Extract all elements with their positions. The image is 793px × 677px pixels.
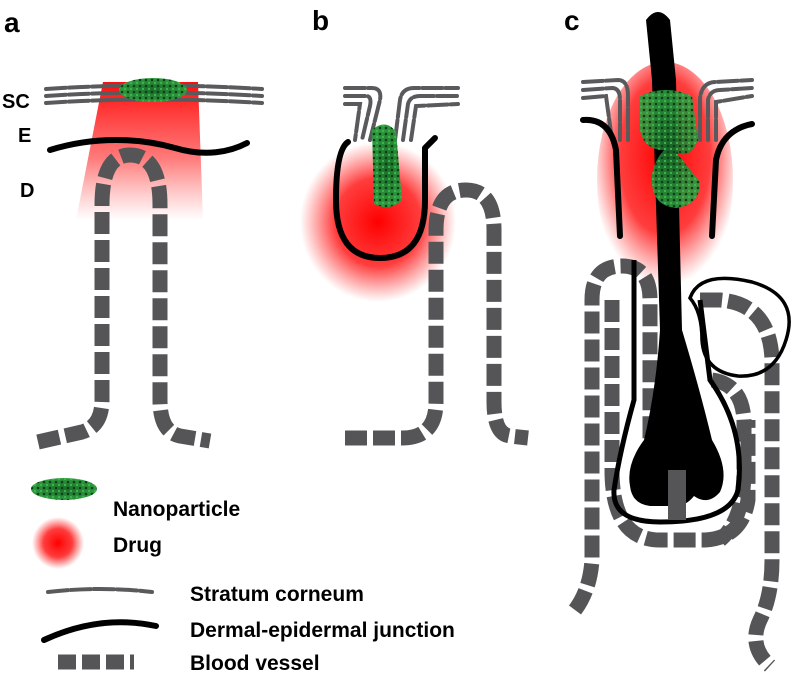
panel-a: a SC E D bbox=[2, 7, 264, 450]
legend-stratum-corneum: Stratum corneum bbox=[46, 583, 364, 606]
blood-vessel-c-inner bbox=[710, 372, 752, 546]
legend-label-drug: Drug bbox=[113, 534, 162, 557]
legend-nanoparticle: Nanoparticle bbox=[31, 478, 240, 521]
legend: Nanoparticle Drug Stratum corneum Dermal… bbox=[31, 478, 455, 675]
hair-shaft-c bbox=[629, 12, 724, 506]
panel-label-c: c bbox=[564, 5, 580, 36]
nanoparticle-texture-b bbox=[372, 124, 402, 208]
panel-b: b bbox=[300, 5, 529, 446]
layer-label-sc: SC bbox=[2, 91, 30, 113]
sebaceous-gland-c bbox=[688, 276, 791, 378]
legend-dej: Dermal-epidermal junction bbox=[41, 619, 455, 643]
legend-label-nanoparticle: Nanoparticle bbox=[113, 498, 240, 521]
nanoparticle-texture-a bbox=[119, 78, 187, 102]
panel-label-b: b bbox=[312, 5, 329, 36]
stratum-corneum-icon bbox=[46, 587, 154, 594]
drug-icon bbox=[32, 517, 84, 569]
follicle-sheath-c bbox=[611, 260, 742, 525]
dermal-epidermal-junction-icon bbox=[41, 619, 159, 643]
blood-vessel-b bbox=[345, 182, 529, 446]
panel-label-a: a bbox=[4, 7, 20, 38]
legend-label-stratum-corneum: Stratum corneum bbox=[190, 583, 364, 606]
panel-c: c bbox=[564, 5, 791, 672]
blood-vessel-a bbox=[36, 147, 212, 450]
dermal-epidermal-junction-a bbox=[47, 137, 250, 156]
layer-label-e: E bbox=[18, 125, 31, 147]
legend-blood-vessel: Blood vessel bbox=[58, 652, 320, 675]
dermal-papilla-c bbox=[668, 470, 686, 520]
nanoparticle-icon-texture bbox=[31, 478, 97, 500]
legend-drug: Drug bbox=[32, 517, 162, 569]
layer-label-d: D bbox=[20, 180, 34, 202]
blood-vessel-c-right bbox=[700, 292, 780, 672]
dermal-epidermal-junction-b bbox=[333, 135, 438, 261]
stratum-corneum-c bbox=[581, 77, 754, 142]
nanoparticle-texture-c bbox=[640, 90, 700, 208]
blood-vessel-c-left bbox=[568, 258, 658, 615]
legend-label-blood-vessel: Blood vessel bbox=[190, 652, 320, 675]
legend-label-dej: Dermal-epidermal junction bbox=[190, 619, 455, 642]
dermal-epidermal-junction-c-right bbox=[709, 121, 755, 239]
dermal-epidermal-junction-c bbox=[580, 116, 623, 239]
stratum-corneum-b bbox=[343, 86, 460, 142]
